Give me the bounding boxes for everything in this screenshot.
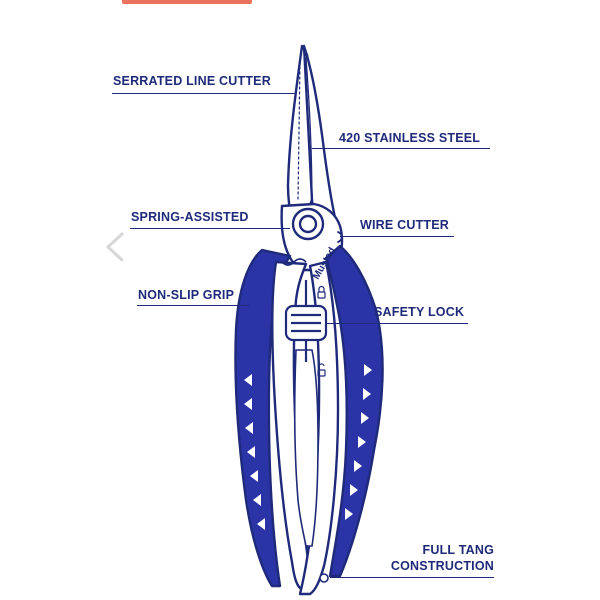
leader-safety-lock [326, 323, 468, 324]
chevron-left-icon[interactable] [104, 232, 126, 262]
leader-full-tang [330, 577, 494, 578]
top-accent-bar [122, 0, 252, 4]
pivot-screw-inner [298, 214, 318, 234]
leader-420-stainless-steel [312, 148, 490, 149]
right-grip [324, 244, 384, 578]
label-non-slip-grip: NON-SLIP GRIP [138, 288, 235, 302]
label-full-tang-line1: FULL TANG [422, 543, 494, 557]
leader-spring-assisted [130, 228, 290, 229]
leader-serrated-line-cutter [112, 93, 296, 94]
blade-serration [297, 61, 301, 201]
spring [281, 258, 307, 266]
lock-position-icons [317, 285, 326, 377]
wire-cutter-notch [337, 231, 343, 243]
leader-non-slip-grip [137, 305, 249, 306]
lanyard-hole [319, 573, 329, 583]
label-420-stainless-steel: 420 STAINLESS STEEL [339, 131, 481, 145]
label-serrated-line-cutter: SERRATED LINE CUTTER [113, 74, 271, 88]
grip-ridges [244, 364, 372, 530]
safety-lock [284, 280, 328, 362]
label-spring-assisted: SPRING-ASSISTED [131, 210, 249, 224]
label-wire-cutter: WIRE CUTTER [360, 218, 449, 232]
label-safety-lock: SAFETY LOCK [374, 305, 465, 319]
leader-wire-cutter [340, 236, 454, 237]
inner-handle-cutout [293, 349, 319, 547]
label-full-tang-line2: CONSTRUCTION [390, 559, 494, 573]
blade-center-line [305, 57, 313, 206]
